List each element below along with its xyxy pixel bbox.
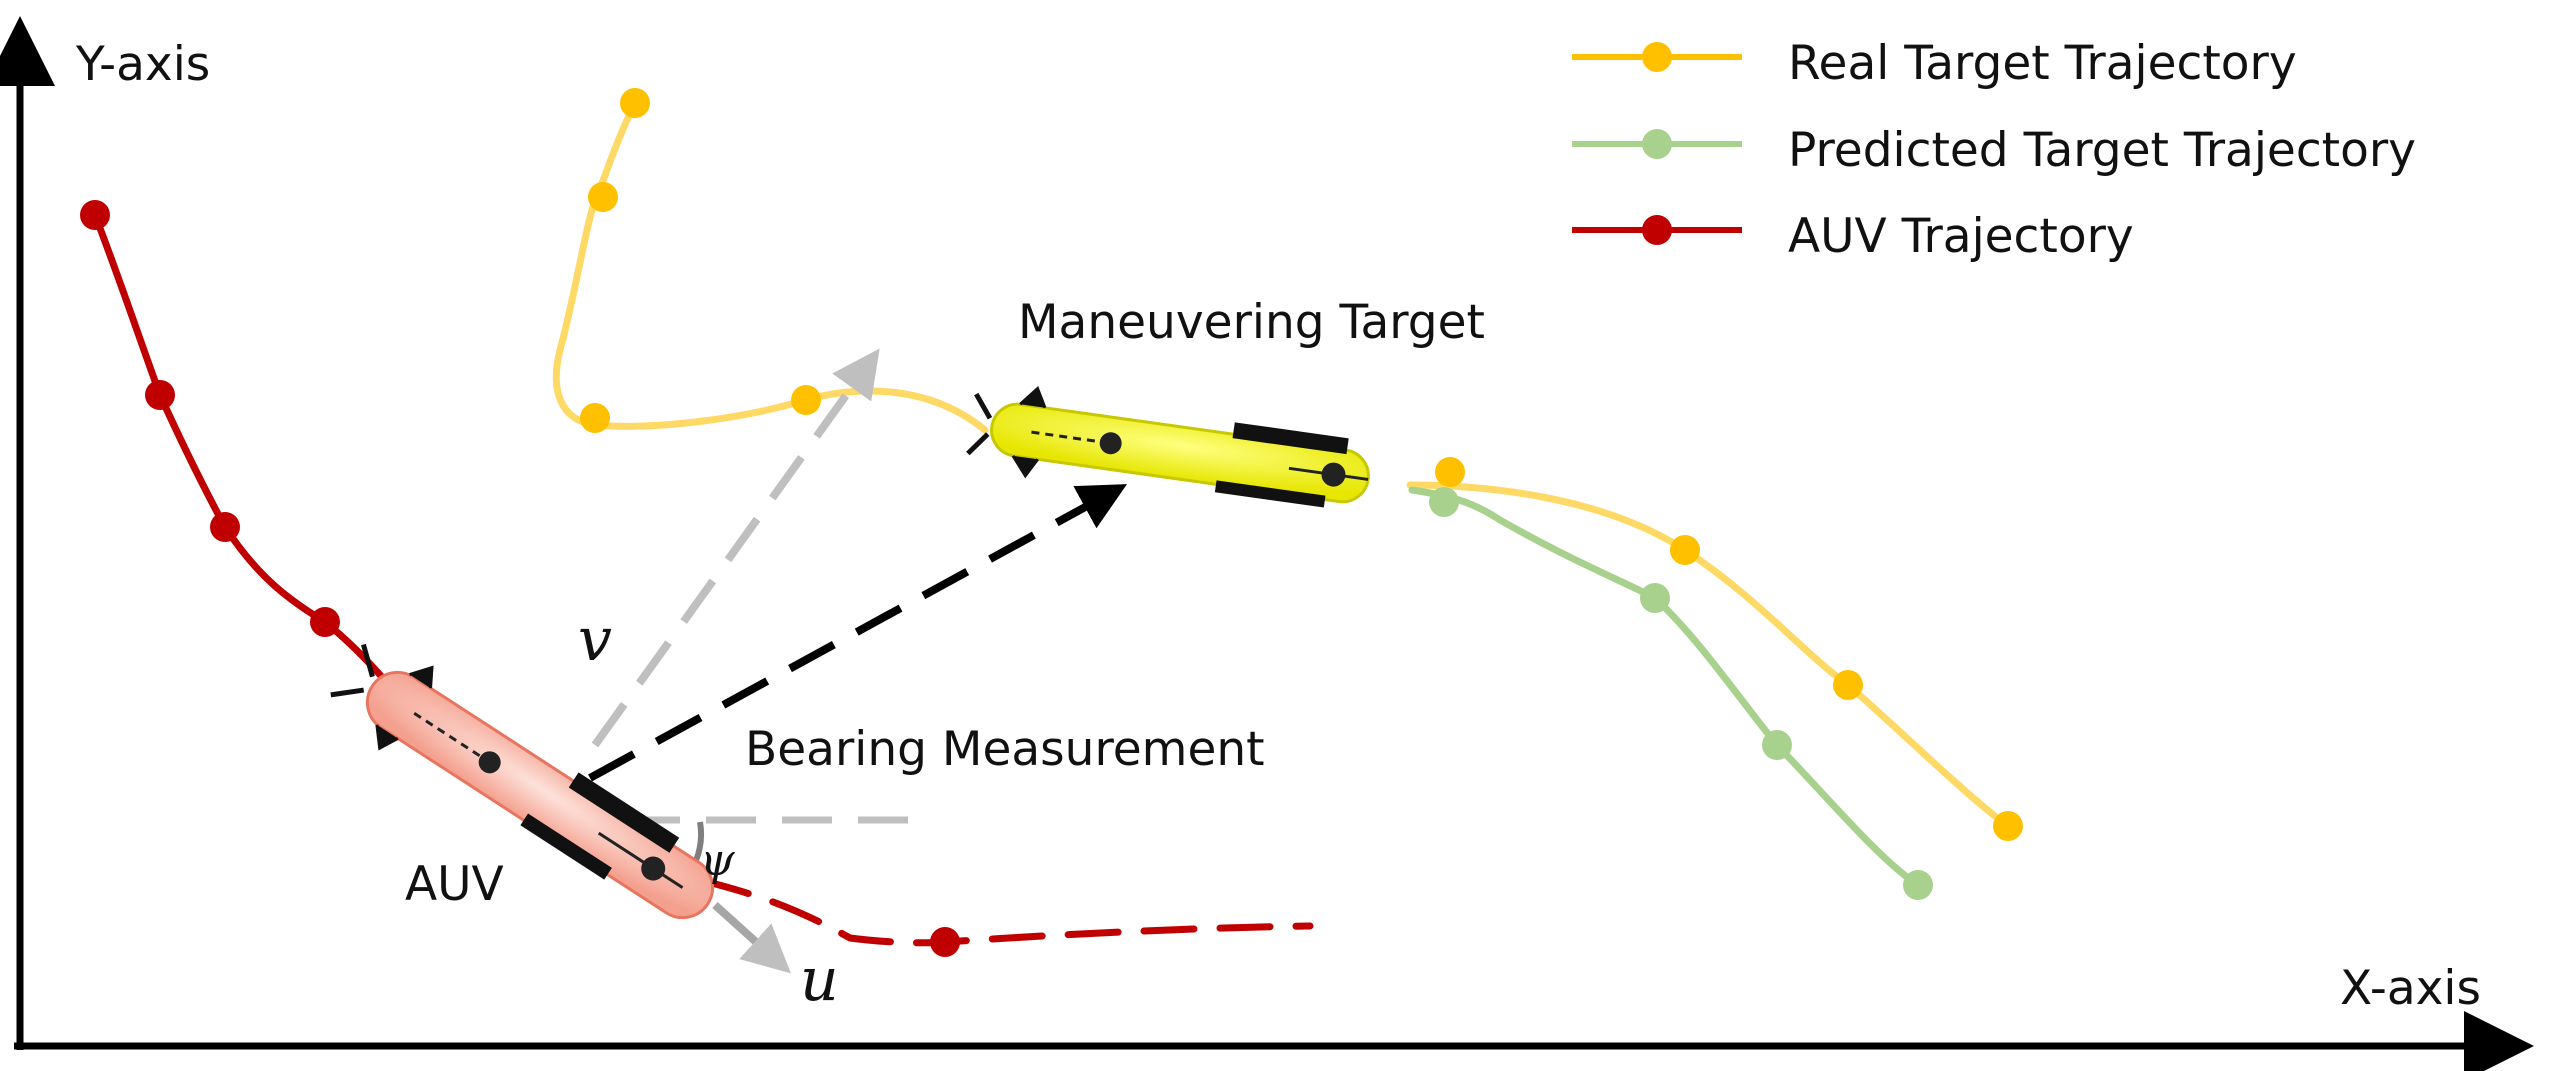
auv-trajectory-dashed [696,876,1314,947]
auv-marker [80,200,110,230]
bearing-label: Bearing Measurement [745,722,1265,777]
predicted-marker [1429,487,1459,517]
auv-vehicle [330,643,715,920]
velocity-v-arrow [591,348,880,748]
real-marker [1670,535,1700,565]
predicted-marker [1640,583,1670,613]
real-trajectory-left [552,99,989,434]
legend-label-predicted: Predicted Target Trajectory [1788,123,2416,178]
real-marker [791,385,821,415]
legend-item-real: Real Target Trajectory [1572,36,2297,91]
legend: Real Target Trajectory Predicted Target … [1572,36,2416,264]
v-symbol: v [578,605,612,675]
legend-label-auv: AUV Trajectory [1788,209,2134,264]
predicted-trajectory [1408,486,1922,889]
real-marker [1435,457,1465,487]
psi-symbol: ψ [700,835,735,886]
real-marker [588,182,618,212]
auv-trajectory-solid [91,211,414,714]
legend-label-real: Real Target Trajectory [1788,36,2297,91]
predicted-marker [1762,730,1792,760]
legend-item-auv: AUV Trajectory [1572,209,2134,264]
target-label: Maneuvering Target [1018,295,1485,350]
real-marker [580,403,610,433]
y-axis-label: Y-axis [75,37,210,92]
real-marker [1993,811,2023,841]
auv-marker [930,927,960,957]
legend-item-predicted: Predicted Target Trajectory [1572,123,2416,178]
auv-marker [145,380,175,410]
x-axis-label: X-axis [2340,961,2481,1016]
target-vehicle [966,385,1370,508]
bearing-arrow [588,484,1128,782]
auv-marker [310,607,340,637]
real-marker [1833,670,1863,700]
auv-label: AUV [405,857,504,912]
velocity-u-arrow [712,902,791,974]
real-marker [620,88,650,118]
u-symbol: u [800,945,839,1015]
predicted-marker [1903,870,1933,900]
real-trajectory-right [1406,481,2014,832]
auv-marker [210,512,240,542]
